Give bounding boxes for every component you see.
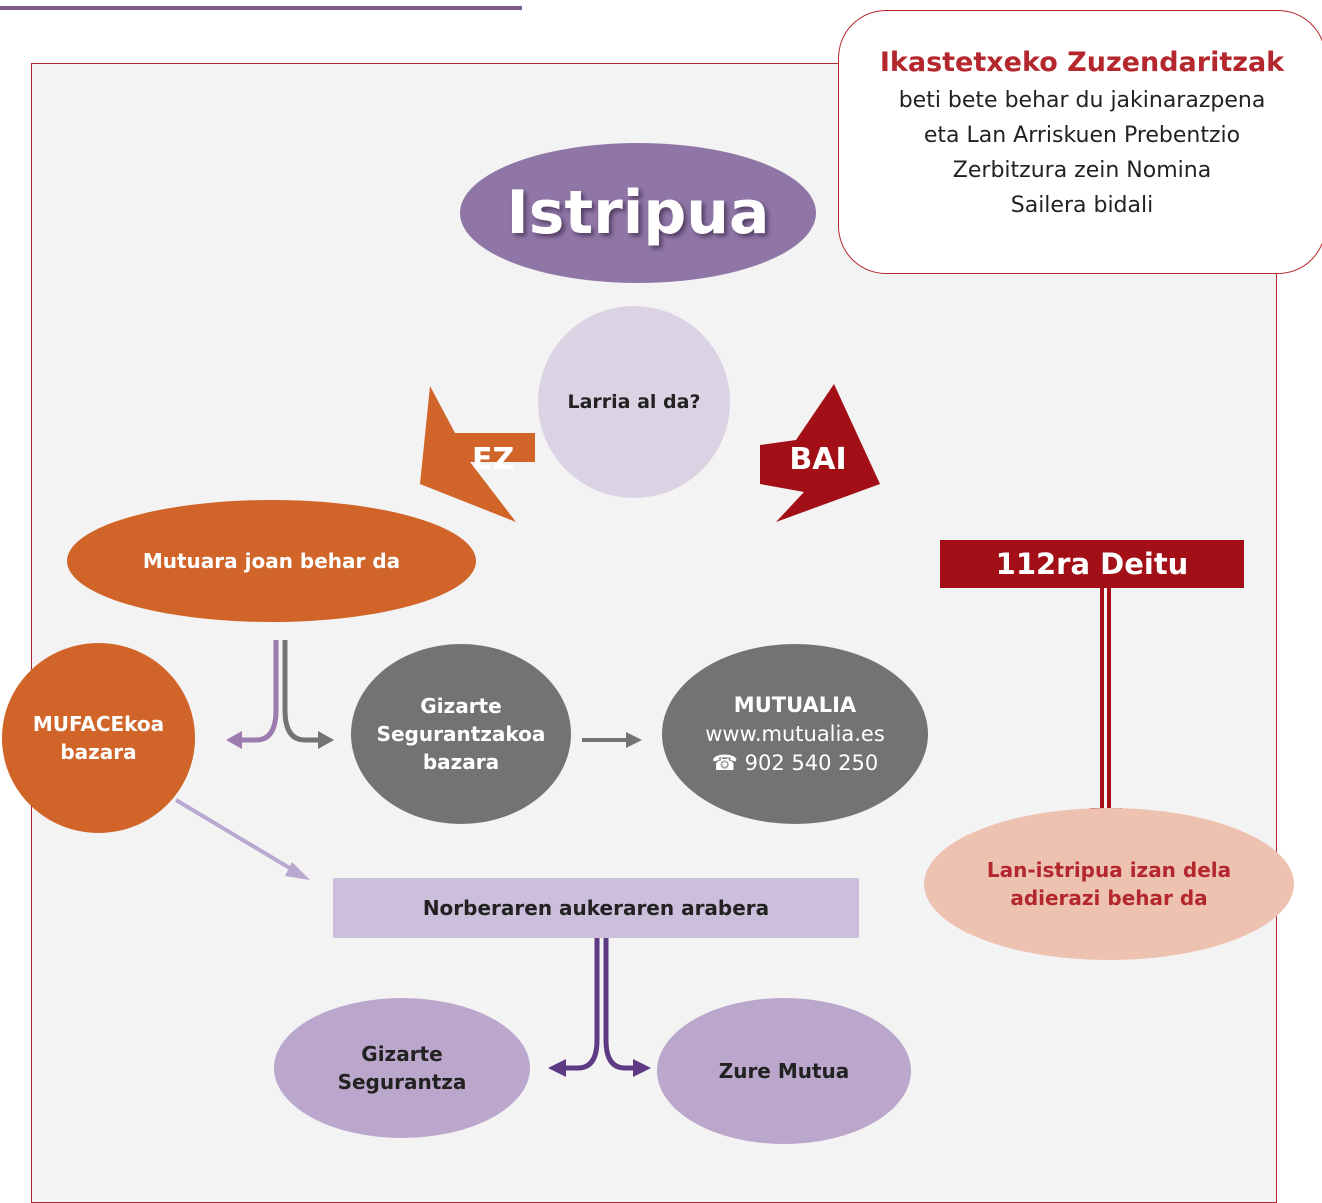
bai-arrow: BAI — [760, 384, 880, 522]
bai-label: BAI — [789, 442, 846, 477]
ez-label: EZ — [472, 442, 514, 477]
gizarte-segurantzakoa-text: Gizarte Segurantzakoa bazara — [377, 692, 546, 776]
larria-question-node: Larria al da? — [538, 306, 730, 498]
notice-box: Ikastetxeko Zuzendaritzak beti bete beha… — [838, 10, 1322, 274]
larria-label: Larria al da? — [567, 391, 701, 413]
gizarte-segurantzakoa-node: Gizarte Segurantzakoa bazara — [351, 644, 571, 824]
mutualia-node: MUTUALIA www.mutualia.es ☎ 902 540 250 — [662, 644, 928, 824]
zure-mutua-label: Zure Mutua — [718, 1059, 850, 1083]
mutualia-text: MUTUALIA www.mutualia.es ☎ 902 540 250 — [705, 691, 885, 778]
lan-istripua-node: Lan-istripua izan dela adierazi behar da — [924, 808, 1294, 960]
bai-arrow-shape — [760, 384, 880, 522]
mutuara-split-connector — [226, 640, 334, 749]
mutuara-node: Mutuara joan behar da — [67, 500, 476, 622]
gizarte-segurantzakoa-line: Gizarte — [420, 694, 502, 718]
gizarte-segurantzakoa-line: Segurantzakoa — [376, 722, 546, 746]
mufac-to-norberaren-arrow — [174, 798, 310, 880]
mufac-node: MUFACEkoa bazara — [2, 643, 195, 833]
deitu-label: 112ra Deitu — [995, 547, 1189, 581]
istripua-label: Istripua — [506, 178, 770, 248]
notice-line: eta Lan Arriskuen Prebentzio — [923, 123, 1241, 148]
gizarte-segurantza-node: Gizarte Segurantza — [274, 998, 530, 1138]
mutualia-name: MUTUALIA — [733, 692, 857, 717]
gizarte-segurantza-line: Gizarte — [361, 1042, 443, 1066]
mufac-line: bazara — [60, 740, 137, 764]
header-rule — [0, 6, 522, 10]
mufac-text: MUFACEkoa bazara — [33, 710, 164, 766]
norberaren-split-connector — [548, 938, 651, 1077]
notice-line: beti bete behar du jakinarazpena — [898, 88, 1266, 113]
gizarte-to-mutualia-arrow — [582, 732, 642, 748]
notice-body: beti bete behar du jakinarazpena eta Lan… — [839, 83, 1322, 223]
lan-istripua-line: Lan-istripua izan dela — [986, 858, 1232, 882]
norberaren-label: Norberaren aukeraren arabera — [422, 896, 770, 920]
notice-line: Zerbitzura zein Nomina — [952, 158, 1212, 183]
zure-mutua-node: Zure Mutua — [657, 998, 911, 1144]
ez-arrow: EZ — [420, 386, 535, 522]
mutuara-label: Mutuara joan behar da — [142, 549, 401, 573]
deitu-to-lan-arrow — [1090, 586, 1122, 828]
mutualia-phone-row: ☎ 902 540 250 — [705, 749, 885, 778]
lan-istripua-text: Lan-istripua izan dela adierazi behar da — [987, 856, 1231, 912]
istripua-node: Istripua — [460, 143, 816, 283]
gizarte-segurantza-text: Gizarte Segurantza — [338, 1040, 467, 1096]
gizarte-segurantza-line: Segurantza — [337, 1070, 467, 1094]
lan-istripua-line: adierazi behar da — [1010, 886, 1208, 910]
norberaren-box: Norberaren aukeraren arabera — [333, 878, 859, 938]
deitu-112-box: 112ra Deitu — [940, 540, 1244, 588]
notice-title: Ikastetxeko Zuzendaritzak — [879, 47, 1285, 78]
notice-line: Sailera bidali — [1010, 193, 1154, 218]
gizarte-segurantzakoa-line: bazara — [422, 750, 500, 774]
ez-arrow-shape — [420, 386, 535, 522]
mufac-line: MUFACEkoa — [32, 712, 165, 736]
mutualia-web: www.mutualia.es — [705, 721, 885, 746]
mutualia-phone: 902 540 250 — [744, 750, 879, 775]
phone-icon: ☎ — [711, 750, 738, 775]
